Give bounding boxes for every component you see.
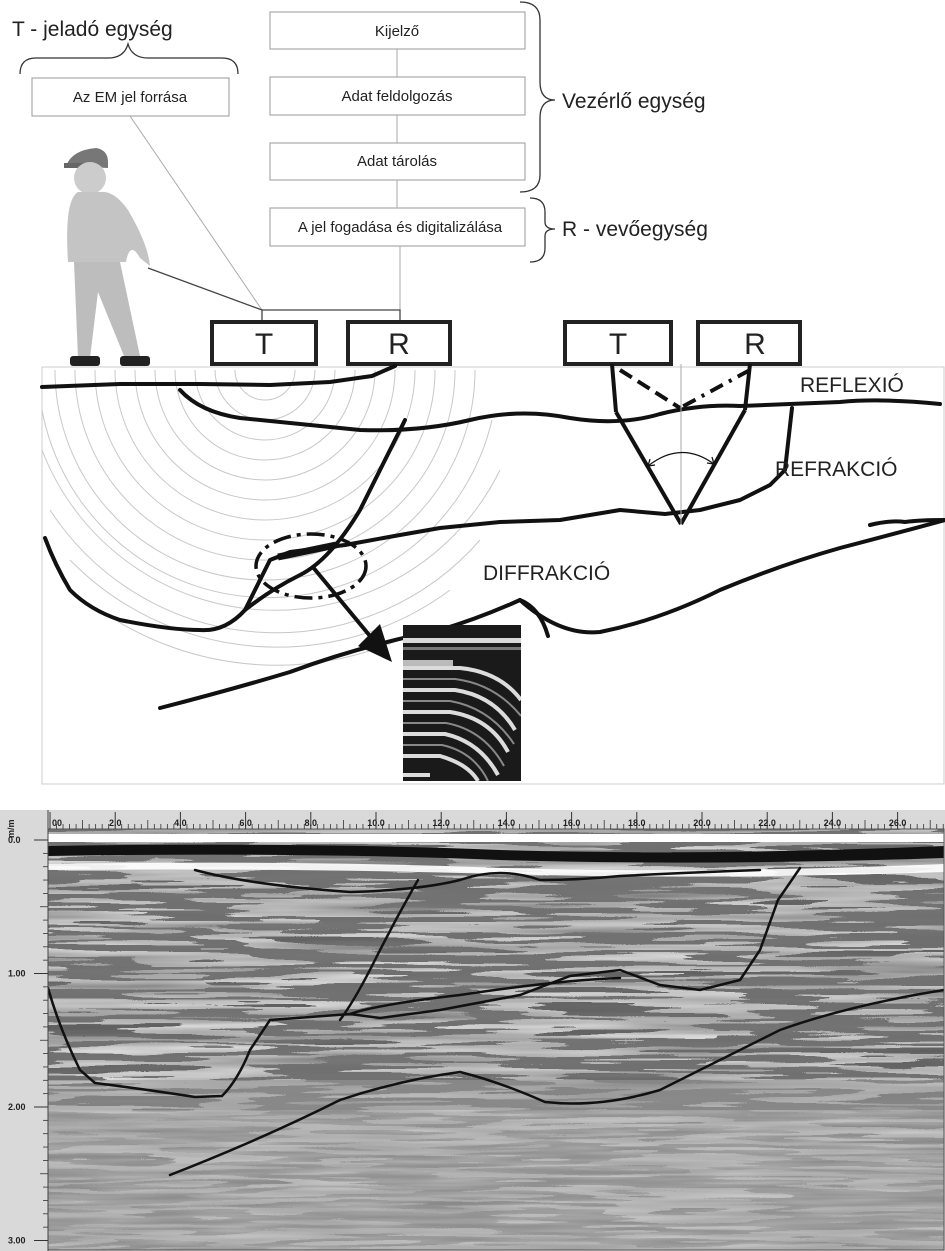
- left-r-label: R: [388, 328, 410, 361]
- x-tick-label: 22.0: [758, 818, 776, 828]
- transmitter-brace: [19, 41, 239, 75]
- x-tick-label: 6.0: [239, 818, 252, 828]
- right-r-label: R: [744, 328, 766, 361]
- x-tick-label: 00: [52, 818, 62, 828]
- x-tick-label: 16.0: [563, 818, 581, 828]
- radargram-interpretation-lines: [48, 866, 944, 1177]
- y-tick-label: 0.0: [8, 835, 21, 845]
- connector-lines: [129, 49, 401, 311]
- operator-person-icon: [64, 148, 263, 366]
- y-tick-label: 1.00: [8, 969, 26, 979]
- display-label: Kijelző: [375, 23, 419, 40]
- x-tick-label: 4.0: [174, 818, 187, 828]
- x-axis-ticks: 00 2.0 4.0 6.0 8.0 10.0 12.0 14.0 16.0 18.0 20.0 22…: [49, 812, 944, 829]
- diffraction-label: DIFFRAKCIÓ: [483, 562, 610, 585]
- receiver-group: A jel fogadása és digitalizálása R - vev…: [269, 197, 708, 263]
- left-t-label: T: [255, 328, 273, 361]
- receiver-title: R - vevőegység: [562, 218, 708, 241]
- diffraction-marker: [254, 532, 392, 662]
- x-tick-label: 26.0: [889, 818, 907, 828]
- diffractor-object: [277, 541, 337, 561]
- y-axis-ticks: 0.0 1.00 2.00 3.00: [8, 835, 48, 1246]
- transmitter-group: T - jeladó egység Az EM jel forrása: [12, 18, 239, 117]
- x-tick-label: 12.0: [432, 818, 450, 828]
- right-t-label: T: [609, 328, 627, 361]
- data-storage-label: Adat tárolás: [357, 153, 437, 170]
- control-brace: [519, 1, 556, 193]
- x-tick-label: 20.0: [693, 818, 711, 828]
- control-unit-group: Kijelző Adat feldolgozás Adat tárolás Ve…: [269, 1, 706, 193]
- reflection-label: REFLEXIÓ: [800, 374, 904, 397]
- em-source-label: Az EM jel forrása: [73, 89, 188, 106]
- x-tick-label: 18.0: [628, 818, 646, 828]
- right-antennas: T R: [563, 320, 802, 366]
- receive-digitize-box: [269, 207, 526, 247]
- diagram-frame: [41, 366, 945, 785]
- radargram-panel: m/m 00 2.0 4.0 6.0 8.0 10.0 12.0 14.0 16.0 18.0 20…: [0, 810, 945, 1251]
- x-tick-label: 14.0: [498, 818, 516, 828]
- refraction-label: REFRAKCIÓ: [775, 458, 898, 481]
- diffraction-arrow-shaft: [310, 564, 372, 638]
- x-tick-label: 24.0: [824, 818, 842, 828]
- left-transmitter-antenna: [210, 320, 318, 366]
- em-source-box: [31, 77, 230, 117]
- display-box: [269, 11, 526, 50]
- diffraction-inset-image: [403, 625, 521, 781]
- diffraction-arrow-head: [358, 624, 392, 662]
- ray-paths: [610, 363, 752, 526]
- y-tick-label: 2.00: [8, 1102, 26, 1112]
- x-tick-label: 10.0: [367, 818, 385, 828]
- left-receiver-antenna: [346, 320, 452, 366]
- x-tick-label: 2.0: [109, 818, 122, 828]
- x-tick-label: 8.0: [305, 818, 318, 828]
- transmitter-title: T - jeladó egység: [12, 18, 173, 41]
- receive-digitize-label: A jel fogadása és digitalizálása: [298, 219, 503, 236]
- right-receiver-antenna: [696, 320, 802, 366]
- y-tick-label: 3.00: [8, 1236, 26, 1246]
- control-title: Vezérlő egység: [562, 90, 706, 113]
- wave-fronts: [41, 369, 501, 666]
- y-axis-unit: m/m: [6, 819, 16, 838]
- right-transmitter-antenna: [563, 320, 673, 366]
- data-storage-box: [269, 142, 526, 181]
- diffraction-ellipse: [254, 532, 368, 600]
- receiver-brace: [529, 197, 556, 263]
- left-antennas: T R: [210, 320, 452, 366]
- antenna-bracket: [261, 309, 401, 322]
- data-processing-label: Adat feldolgozás: [342, 88, 453, 105]
